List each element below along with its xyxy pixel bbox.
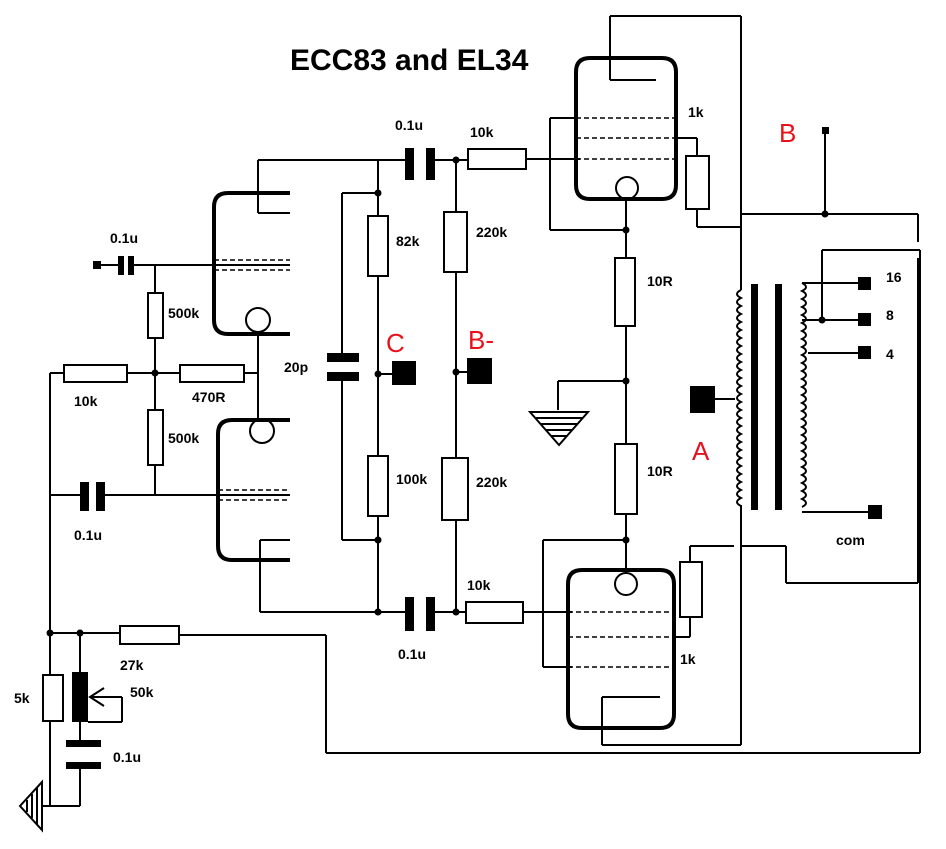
coupling-cap-bottom-plate-a <box>405 597 414 631</box>
resistor-5k <box>42 674 64 722</box>
cathode-resistor-bottom <box>614 443 638 515</box>
marker-b: B <box>779 118 796 148</box>
coupling-cap-bottom-plate-b <box>426 597 435 631</box>
test-point-c <box>392 361 416 385</box>
grid-resistor-bottom <box>147 409 164 466</box>
b-plus-terminal <box>822 127 829 134</box>
cathode-resistor-top-label: 10R <box>647 273 673 289</box>
input-cap-plate-a <box>118 256 124 275</box>
tap-4-label: 4 <box>886 346 894 362</box>
screen-resistor-bottom-label: 1k <box>680 651 696 667</box>
schematic-title: ECC83 and EL34 <box>290 44 529 77</box>
cathode-resistor-top <box>614 257 636 327</box>
resistor-10k-input-label: 10k <box>74 393 98 409</box>
input-cap-plate-b <box>128 256 134 275</box>
cap-20p-plate-a <box>327 353 359 362</box>
resistor-470r <box>179 364 245 383</box>
feedback-cap-label: 0.1u <box>74 527 102 543</box>
feedback-cap-plate-b <box>96 482 105 511</box>
grid-resistor-bottom-label: 500k <box>168 430 199 446</box>
input-cap-label: 0.1u <box>110 230 138 246</box>
primary-winding <box>736 289 744 507</box>
input-section: 0.1u 500k 500k 10k 470R 0.1u <box>49 230 290 806</box>
feedback-cap-plate-a <box>80 482 89 511</box>
cathode-resistor-bottom-label: 10R <box>647 463 673 479</box>
core-bar-right <box>775 284 782 510</box>
input-terminal <box>93 261 101 269</box>
test-point-a <box>690 386 715 413</box>
tap-8-terminal <box>858 313 871 326</box>
marker-b-minus: B- <box>468 325 494 355</box>
tap-16-label: 16 <box>886 269 902 285</box>
coupling-cap-top-plate-a <box>405 148 414 180</box>
grid-stopper-top <box>467 148 527 170</box>
resistor-10k-input <box>63 364 128 383</box>
cathode-network: 10R 10R <box>527 257 673 668</box>
coupling-cap-top-label: 0.1u <box>395 117 423 133</box>
resistor-220k-top-label: 220k <box>476 224 507 240</box>
secondary-winding <box>799 282 807 508</box>
marker-c: C <box>386 328 405 358</box>
test-point-b-minus <box>467 358 492 384</box>
resistor-5k-label: 5k <box>14 690 30 706</box>
grid-stopper-bottom-label: 10k <box>467 577 491 593</box>
presence-pot-50k <box>72 672 88 722</box>
resistor-27k-label: 27k <box>120 657 144 673</box>
tap-8-label: 8 <box>886 307 894 323</box>
presence-cap-plate-b <box>66 762 101 769</box>
plate-resistor-82k <box>367 215 389 277</box>
screen-resistor-top-label: 1k <box>688 104 704 120</box>
presence-pot-label: 50k <box>130 684 154 700</box>
cap-20p-plate-b <box>327 372 359 381</box>
presence-cap-label: 0.1u <box>113 749 141 765</box>
coupling-cap-bottom-label: 0.1u <box>398 646 426 662</box>
b-plus-supply: B <box>741 118 919 584</box>
resistor-100k <box>367 455 389 517</box>
resistor-220k-bottom <box>441 457 469 521</box>
presence-network: 27k 50k 0.1u 5k <box>14 625 920 833</box>
grid-stopper-bottom <box>465 601 524 624</box>
resistor-220k-top <box>443 211 468 273</box>
resistor-27k <box>119 625 180 645</box>
com-terminal <box>868 505 882 519</box>
screen-resistor-top <box>685 155 710 210</box>
cap-20p-label: 20p <box>284 359 308 375</box>
grid-resistor-top <box>147 292 164 339</box>
grid-resistor-top-label: 500k <box>168 305 199 321</box>
grid-stopper-top-label: 10k <box>470 124 494 140</box>
resistor-220k-bottom-label: 220k <box>476 474 507 490</box>
com-label: com <box>836 532 865 548</box>
el34-bottom-tube: 10k 1k <box>465 545 741 746</box>
tap-4-terminal <box>858 346 871 359</box>
output-transformer: A 16 8 4 com <box>690 16 921 753</box>
plate-resistor-82k-label: 82k <box>396 233 420 249</box>
core-bar-left <box>751 284 758 510</box>
tap-16-terminal <box>858 277 871 290</box>
phase-splitter-network: 82k C 100k 20p 0.1u 220k B- 220k <box>284 117 507 662</box>
ground-symbol-main <box>527 411 591 447</box>
el34-top-tube: 10k 1k <box>467 15 741 258</box>
coupling-cap-top-plate-b <box>426 148 435 180</box>
presence-cap-plate-a <box>66 740 101 747</box>
screen-resistor-bottom <box>679 561 703 618</box>
resistor-470r-label: 470R <box>192 389 225 405</box>
resistor-100k-label: 100k <box>396 471 427 487</box>
ecc83-top-triode <box>212 159 400 336</box>
marker-a: A <box>692 436 710 466</box>
